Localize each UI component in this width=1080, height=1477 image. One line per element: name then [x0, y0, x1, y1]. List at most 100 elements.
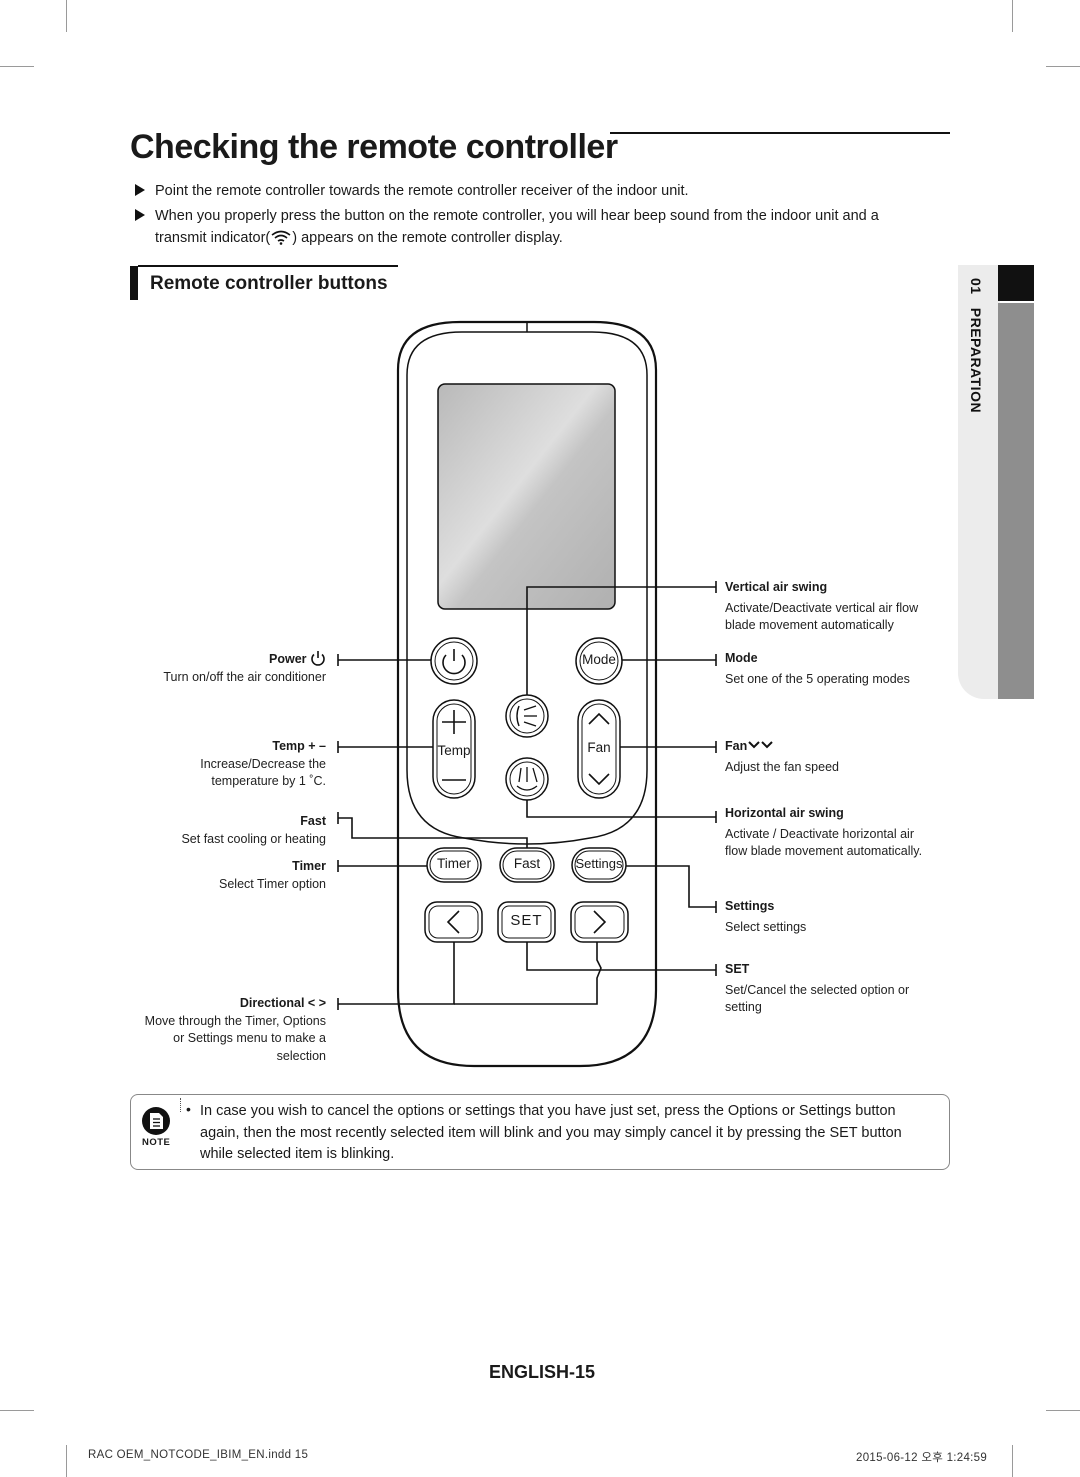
fan-button[interactable]: [577, 699, 621, 799]
page-title: Checking the remote controller: [130, 128, 618, 166]
title-rule: [610, 132, 950, 134]
crop-mark: [1012, 0, 1013, 32]
remote-diagram: [337, 320, 717, 1068]
power-button[interactable]: [430, 637, 478, 685]
timer-label-desc: Select Timer option: [219, 876, 326, 891]
fan-button-label: Fan: [587, 740, 611, 755]
bullet-text-line2a: transmit indicator(: [155, 230, 271, 246]
chapter-number: 01: [968, 278, 984, 295]
timer-button[interactable]: [426, 847, 482, 883]
bullet-text-line2b: ) appears on the remote controller displ…: [292, 230, 563, 246]
set-label-desc: Set/Cancel the selected option or: [725, 982, 910, 997]
note-icon: [142, 1107, 170, 1135]
horizontal-swing-desc: Activate / Deactivate horizontal air: [725, 826, 914, 841]
power-icon: [442, 654, 466, 675]
settings-label-heading: Settings: [725, 899, 775, 913]
mode-label: Mode Set one of the 5 operating modes: [725, 650, 950, 688]
horizontal-swing-icon: [518, 767, 538, 783]
mode-button-label: Mode: [582, 652, 616, 667]
power-label-desc: Turn on/off the air conditioner: [163, 669, 326, 684]
power-icon: [311, 651, 325, 666]
subsection-title: Remote controller buttons: [150, 273, 388, 294]
footer-file: RAC OEM_NOTCODE_IBIM_EN.indd 15: [88, 1449, 309, 1461]
subsection-rule: [138, 265, 398, 267]
temp-label-desc: Increase/Decrease the: [200, 756, 326, 771]
vertical-swing-icon: [516, 705, 520, 727]
note-bullet: •: [186, 1101, 191, 1117]
vertical-swing-label: Vertical air swing Activate/Deactivate v…: [725, 579, 950, 635]
horizontal-swing-desc: flow blade movement automatically.: [725, 844, 923, 858]
transmit-indicator-icon: [271, 230, 291, 245]
vertical-swing-button[interactable]: [505, 694, 549, 738]
set-label-heading: SET: [725, 962, 750, 976]
horizontal-swing-heading: Horizontal air swing: [725, 806, 844, 820]
crop-mark: [66, 1445, 67, 1477]
settings-button[interactable]: [571, 847, 627, 883]
vertical-swing-heading: Vertical air swing: [725, 580, 828, 594]
page-number: ENGLISH-15: [489, 1362, 596, 1382]
chevron-up-icon: [588, 712, 610, 725]
timer-button-label: Timer: [437, 856, 471, 871]
left-button[interactable]: [424, 901, 483, 943]
note-text: In case you wish to cancel the options o…: [200, 1103, 902, 1162]
directional-label-heading: Directional < >: [239, 996, 326, 1010]
chapter-name: PREPARATION: [968, 307, 984, 414]
temp-button-label: Temp: [437, 743, 471, 758]
remote-upper-panel: [406, 331, 648, 845]
fast-label-desc: Set fast cooling or heating: [181, 831, 326, 846]
temp-button[interactable]: [432, 699, 476, 799]
set-label: SET Set/Cancel the selected option or se…: [725, 961, 950, 1017]
settings-label-desc: Select settings: [725, 919, 807, 934]
power-label: Power Turn on/off the air conditioner: [120, 650, 326, 686]
fan-label-desc: Adjust the fan speed: [725, 759, 839, 774]
bullet-item: When you properly press the button on th…: [135, 205, 925, 249]
crop-mark: [0, 66, 34, 67]
power-label-heading: Power: [120, 650, 326, 669]
timer-label: Timer Select Timer option: [120, 858, 326, 893]
vertical-swing-desc: Activate/Deactivate vertical air flow: [725, 600, 919, 615]
chapter-tab-strip: [998, 303, 1034, 699]
fast-button-label: Fast: [513, 856, 541, 871]
bullet-text: Point the remote controller towards the …: [155, 183, 689, 199]
chevron-left-icon: [446, 910, 460, 934]
footer-timestamp: 2015-06-12 오후 1:24:59: [856, 1452, 988, 1464]
horizontal-swing-label: Horizontal air swing Activate / Deactiva…: [725, 805, 950, 861]
fan-label: Fan Adjust the fan speed: [725, 738, 950, 776]
fan-label-heading: Fan: [725, 738, 950, 756]
chapter-tab: [958, 265, 1000, 699]
chapter-tab-marker: [998, 265, 1034, 301]
vertical-swing-desc: blade movement automatically: [725, 618, 894, 632]
chapter-tab-label: 01 PREPARATION: [968, 278, 984, 413]
fast-label: Fast Set fast cooling or heating: [120, 813, 326, 848]
note-divider: [180, 1098, 182, 1112]
leader-lines: [337, 581, 717, 1010]
subsection-bar: [130, 266, 138, 300]
fast-label-heading: Fast: [300, 814, 326, 828]
crop-mark: [66, 0, 67, 32]
bullet-item: Point the remote controller towards the …: [135, 180, 925, 202]
directional-label-desc: or Settings menu to make a: [173, 1031, 326, 1045]
settings-button-label: Settings: [575, 856, 623, 871]
mode-label-desc: Set one of the 5 operating modes: [725, 671, 910, 686]
set-label-desc: setting: [725, 1000, 762, 1014]
timer-label-heading: Timer: [292, 859, 326, 873]
directional-label: Directional < > Move through the Timer, …: [110, 995, 326, 1065]
temp-label: Temp + – Increase/Decrease the temperatu…: [120, 738, 326, 791]
horizontal-swing-button[interactable]: [505, 757, 549, 801]
crop-mark: [0, 1410, 34, 1411]
mode-button[interactable]: [575, 637, 623, 685]
chevron-right-icon: [593, 910, 607, 934]
remote-screen: [437, 383, 616, 610]
temp-label-heading: Temp + –: [272, 739, 326, 753]
settings-label: Settings Select settings: [725, 898, 950, 936]
triangle-bullet-icon: [135, 184, 145, 196]
bullet-text-line1: When you properly press the button on th…: [155, 208, 879, 224]
triangle-bullet-icon: [135, 209, 145, 221]
directional-label-desc: selection: [276, 1048, 326, 1063]
bullet-text: When you properly press the button on th…: [155, 205, 925, 249]
temp-label-desc: temperature by 1 ˚C.: [211, 774, 326, 788]
right-button[interactable]: [570, 901, 629, 943]
crop-mark: [1012, 1445, 1013, 1477]
directional-label-desc: Move through the Timer, Options: [144, 1013, 326, 1028]
mode-label-heading: Mode: [725, 651, 758, 665]
